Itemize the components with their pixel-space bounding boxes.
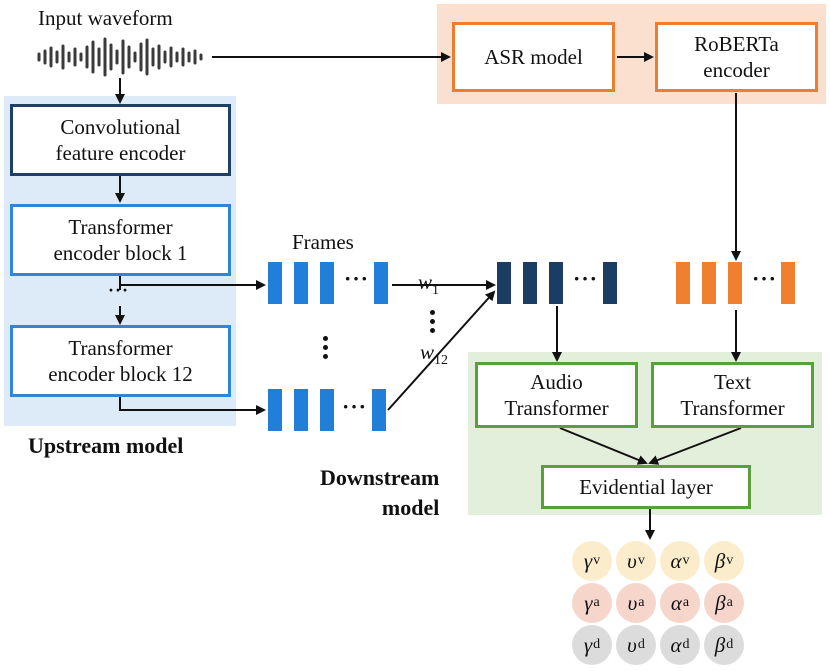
waveform-bars	[37, 37, 203, 77]
asr-model-box: ASR model	[452, 22, 615, 92]
weights-vertical-ellipsis	[430, 310, 436, 337]
asr-model-label: ASR model	[484, 44, 583, 69]
downstream-line2: model	[381, 494, 440, 520]
frame-row2-3	[320, 389, 334, 431]
w1-sub: 1	[432, 283, 440, 299]
audio-transformer-box: Audio Transformer	[475, 362, 638, 428]
input-waveform-label: Input waveform	[38, 6, 173, 30]
evidential-label: Evidential layer	[579, 474, 713, 499]
frame-row1-1	[268, 262, 282, 304]
transformer-block-1-box: Transformer encoder block 1	[10, 204, 231, 276]
tb1-line1: Transformer	[68, 214, 173, 239]
arrow-text-to-evidential	[648, 427, 742, 465]
frame-row2-1	[268, 389, 282, 431]
conv-line2: feature encoder	[55, 141, 186, 165]
audio-line2: Transformer	[504, 396, 609, 420]
text-line1: Text	[713, 369, 752, 394]
frame-row2-4	[372, 389, 386, 431]
frame-text-1	[676, 262, 690, 304]
frames-row1-ellipsis: ···	[344, 266, 370, 291]
frame-weighted-3	[549, 262, 563, 304]
frame-row1-2	[294, 262, 308, 304]
weight-w1-label: w1	[418, 270, 439, 299]
upstream-ellipsis: ···	[108, 280, 130, 300]
w12-base: w	[420, 340, 435, 364]
frame-weighted-4	[603, 262, 617, 304]
frame-text-2	[702, 262, 716, 304]
w1-base: w	[418, 270, 433, 294]
frames-vertical-ellipsis	[323, 336, 329, 363]
arrow-frames12-to-downstream	[387, 290, 496, 411]
frame-text-3	[728, 262, 742, 304]
frames-weighted-ellipsis: ···	[573, 266, 599, 291]
transformer-block-12-box: Transformer encoder block 12	[10, 325, 231, 397]
arrow-audio-to-evidential	[559, 427, 648, 465]
frame-weighted-2	[523, 262, 537, 304]
frames-text-ellipsis: ···	[752, 266, 778, 291]
downstream-line1: Downstream	[320, 465, 440, 490]
roberta-encoder-box: RoBERTa encoder	[655, 22, 818, 92]
roberta-line2: encoder	[703, 58, 770, 82]
tb12-line2: encoder block 12	[48, 362, 193, 386]
tb12-line1: Transformer	[68, 335, 173, 360]
tb1-line2: encoder block 1	[53, 241, 188, 265]
w12-sub: 12	[434, 353, 449, 369]
frames-label: Frames	[292, 230, 354, 254]
conv-feature-encoder-box: Convolutional feature encoder	[10, 104, 231, 176]
weight-w12-label: w12	[420, 340, 448, 369]
arrow-tb12-to-frames	[119, 397, 266, 415]
waveform-icon	[37, 37, 203, 77]
roberta-line1: RoBERTa	[694, 31, 779, 56]
frame-text-4	[781, 262, 795, 304]
evidential-layer-box: Evidential layer	[541, 465, 751, 509]
text-line2: Transformer	[680, 396, 785, 420]
audio-line1: Audio	[530, 369, 583, 394]
frame-row2-2	[294, 389, 308, 431]
frames-row2-ellipsis: ···	[342, 394, 368, 419]
text-transformer-box: Text Transformer	[651, 362, 814, 428]
frame-weighted-1	[497, 262, 511, 304]
downstream-model-label: Downstream model	[320, 463, 439, 522]
frame-row1-4	[374, 262, 388, 304]
upstream-model-label: Upstream model	[28, 433, 184, 458]
frame-row1-3	[320, 262, 334, 304]
conv-line1: Convolutional	[60, 114, 181, 139]
